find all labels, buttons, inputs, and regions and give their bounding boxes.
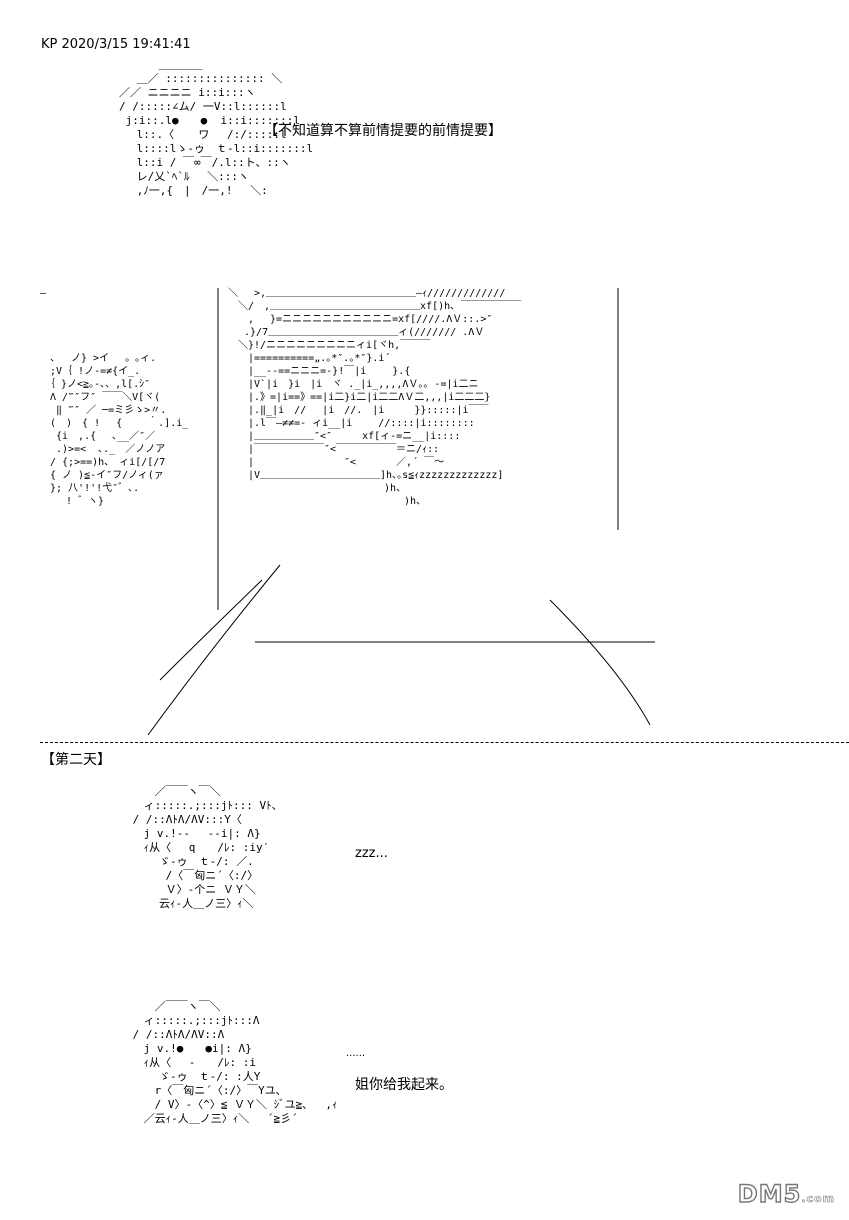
road-curve-left <box>147 564 281 736</box>
caption: 【不知道算不算前情提要的前情提要】 <box>264 123 502 139</box>
post-meta: KP 2020/3/15 19:41:41 <box>41 37 191 52</box>
dialogue-wake-up: 姐你给我起来。 <box>355 1077 453 1093</box>
dialogue-ellipsis: ...... <box>346 1048 366 1059</box>
road-curve-right <box>549 599 651 726</box>
dialogue-zzz: zzz... <box>355 846 388 861</box>
road-curve-inner <box>159 579 263 681</box>
ascii-art-character-sleeping: ／￣￣ヽ￣＼ ィ:::::.;:::jﾄ::: Vﾄ、 / /::ΛﾄΛ/ΛV:… <box>132 785 283 910</box>
ascii-art-character-awake: ／￣￣ヽ￣＼ ィ:::::.;:::jﾄ:::Λ / /::ΛﾄΛ/ΛV::Λ … <box>132 1000 338 1125</box>
ascii-art-signboard: ＼ >,＿＿＿＿＿＿＿＿＿＿＿＿＿＿＿―ｨ///////////// ＼/ ,＿… <box>228 288 522 507</box>
ascii-art-foliage: ― 、 ノ} >イ 。｡ィ. ;V｛ !ノ-=≠{イ_. ｛ }ノ<≧｡-､、,… <box>40 288 189 507</box>
section-divider <box>40 742 849 743</box>
watermark-brand: DM5 <box>737 1179 802 1208</box>
ascii-art-character-1: ＿＿＿＿ ＿／ ::::::::::::::: ＼ ／／ ニニニニ i::i::… <box>118 58 314 197</box>
scene-lines-drawing <box>147 288 655 736</box>
day-label: 【第二天】 <box>41 752 111 768</box>
site-watermark: DM5.com <box>737 1179 835 1208</box>
watermark-domain: .com <box>801 1192 835 1206</box>
